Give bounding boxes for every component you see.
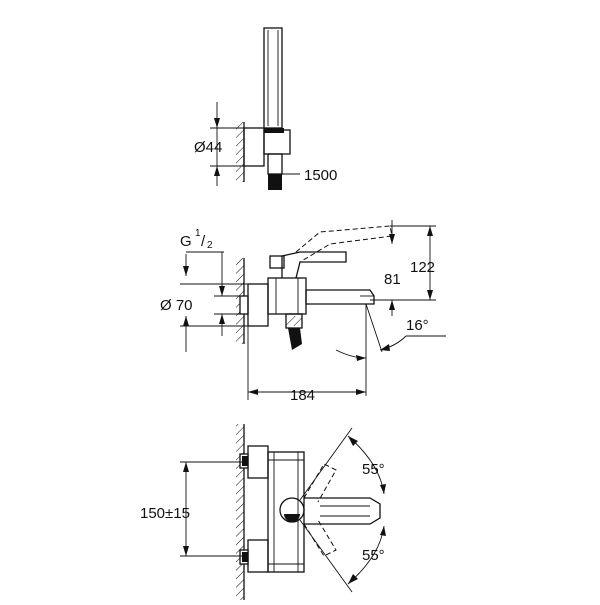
escutcheon	[247, 283, 269, 327]
lever-side	[281, 251, 347, 279]
upper-connection	[247, 445, 269, 479]
wall-hatch-front	[236, 424, 244, 600]
wall-hatch-top	[236, 122, 244, 182]
side-diameter-label: Ø 70	[160, 297, 193, 314]
side-view-mixer: G 1 / 2 Ø 70 122 81 16° 184	[160, 220, 446, 404]
center-distance-label: 150±15	[140, 505, 190, 522]
hose-outlet	[288, 328, 302, 350]
lower-connection	[247, 539, 269, 573]
height-122-label: 122	[410, 259, 435, 276]
lever-up-dashed	[303, 463, 337, 503]
lever-angle-up-label: 55°	[362, 461, 385, 478]
lever-down-dashed	[303, 519, 337, 557]
mixer-body	[267, 277, 307, 315]
wall-holder	[243, 127, 265, 167]
thread-label-g: G	[180, 233, 192, 250]
lever-front	[304, 497, 381, 525]
front-body	[267, 451, 305, 573]
lever-raised-dashed	[295, 225, 393, 263]
front-view-mixer: 55° 55° 150±15	[140, 424, 386, 600]
top-diameter-label: Ø44	[194, 139, 222, 156]
top-view-hand-shower: Ø44 1500	[194, 27, 337, 190]
spout-angle-label: 16°	[406, 317, 429, 334]
thread-label-denominator: 2	[207, 240, 213, 251]
lever-angle-down-label: 55°	[362, 547, 385, 564]
spout	[305, 289, 375, 305]
thread-label-slash: /	[201, 233, 206, 250]
thread-label-numerator: 1	[195, 228, 201, 239]
hose-connector	[268, 174, 282, 190]
shower-head	[263, 27, 283, 129]
height-81-label: 81	[384, 271, 401, 288]
projection-184-label: 184	[290, 387, 315, 404]
hose-length-label: 1500	[304, 167, 337, 184]
